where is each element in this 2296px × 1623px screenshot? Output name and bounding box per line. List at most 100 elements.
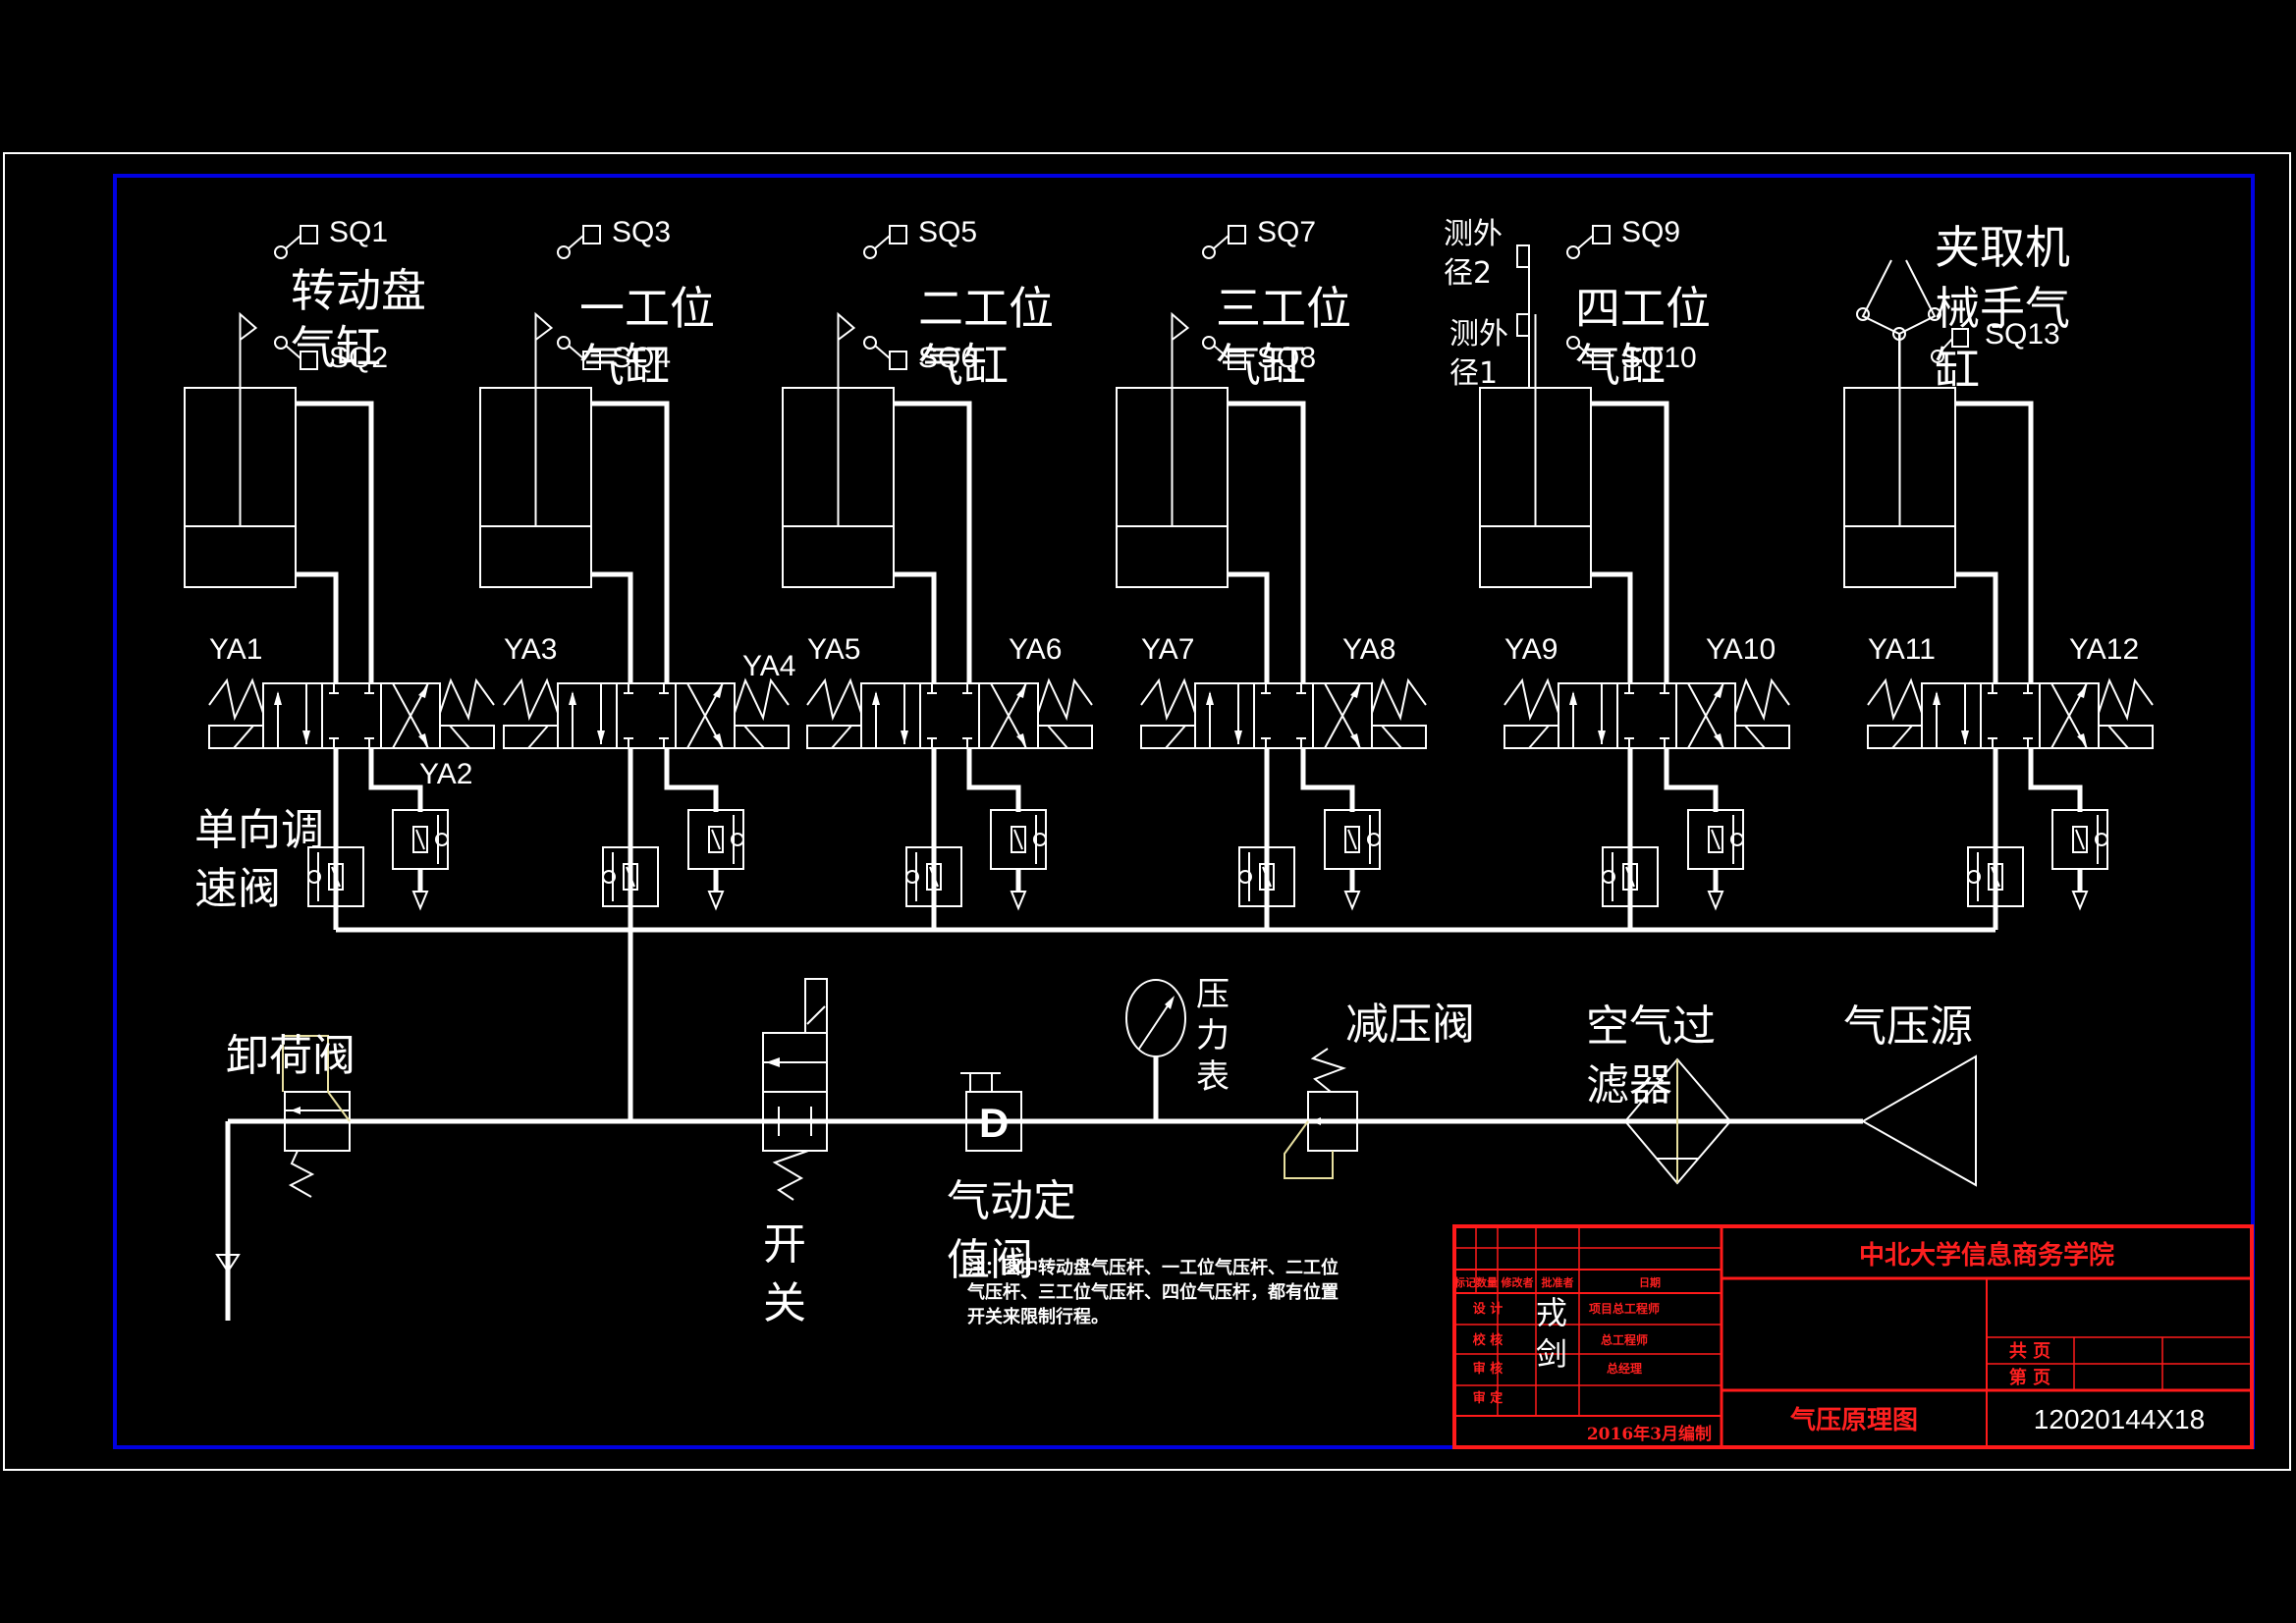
switch-label-2: 关 [763,1278,806,1328]
measure-label-2b: 径2 [1444,256,1492,291]
cylinder-name-label: 气缸 [918,339,1009,392]
limit-switch-icon [1228,351,1246,370]
one-way-throttle-valve[interactable] [1967,846,2024,907]
measure-label-1a: 测外 [1449,317,1508,352]
spring-right-icon [2098,677,2154,722]
solenoid-valve[interactable] [1867,677,2154,749]
solenoid-label: YA10 [1706,633,1776,666]
speed-valve-label-1: 单向调 [194,805,324,855]
cylinder-name-label: 三工位 [1216,282,1351,335]
solenoid-label: YA8 [1342,633,1395,666]
header-cell: 修改者 [1501,1275,1534,1289]
unloading-valve [282,1035,351,1198]
spring-right-icon [734,677,790,722]
solenoid-label: YA12 [2069,633,2139,666]
header-cell: 数量 [1476,1275,1498,1289]
total-pages-label: 共 页 [2009,1341,2050,1362]
limit-switch-label: SQ4 [612,342,671,374]
limit-switch-icon [582,225,601,244]
one-way-throttle-valve[interactable] [990,809,1047,870]
switch-valve[interactable] [762,978,828,1201]
air-source-label: 气压源 [1843,1001,1973,1052]
pneumatic-fixed-value-valve[interactable]: D [960,1072,1022,1152]
limit-switch-icon [300,351,318,370]
gripper-icon [1856,259,1941,388]
cylinder-units: SQ1SQ2转动盘气缸YA1YA2SQ3SQ4一工位气缸YA3YA4SQ5SQ6… [184,216,2154,930]
header-cell: 日期 [1639,1275,1661,1289]
solenoid-right-icon [2098,725,2154,749]
one-way-throttle-valve[interactable] [602,846,659,907]
limit-switch-label: SQ2 [329,342,388,374]
limit-switch-label: SQ7 [1257,216,1316,248]
spring-left-icon [1867,677,1923,722]
solenoid-right-icon [734,725,790,749]
role-label: 设 计 [1473,1301,1503,1317]
reducing-valve-label: 减压阀 [1345,1000,1475,1050]
cylinder-name-label: 二工位 [918,282,1054,335]
title-block [1452,1224,2254,1449]
approver-label: 总经理 [1607,1361,1642,1376]
limit-switch-label: SQ13 [1985,318,2060,351]
spring-right-icon [1371,677,1427,722]
exhaust-icon [1010,891,1027,911]
one-way-throttle-valve[interactable] [307,846,364,907]
solenoid-valve[interactable] [1140,677,1427,749]
approver-label: 项目总工程师 [1589,1301,1660,1316]
limit-switch-icon [582,351,601,370]
limit-switch-icon [889,351,907,370]
speed-valve-label-2: 速阀 [194,864,281,914]
spring-left-icon [806,677,862,722]
one-way-throttle-valve[interactable] [1238,846,1295,907]
note-line-3: 开关来限制行程。 [967,1306,1109,1327]
outer-frame [3,152,2291,1471]
note-line-1: 注：图中转动盘气压杆、一工位气压杆、二工位 [967,1257,1339,1278]
pressure-gauge-label-3: 表 [1196,1057,1230,1097]
limit-switch-label: SQ1 [329,216,388,248]
spring-left-icon [208,677,264,722]
solenoid-label: YA6 [1009,633,1062,666]
solenoid-valve[interactable] [806,677,1093,749]
solenoid-label: YA1 [209,633,262,666]
solenoid-valve[interactable] [208,677,495,749]
solenoid-left-icon [1140,725,1196,749]
one-way-throttle-valve[interactable] [1687,809,1744,870]
outer-diameter-sensors [1516,244,1530,388]
one-way-throttle-valve[interactable] [1602,846,1659,907]
role-label: 校 核 [1473,1332,1503,1348]
limit-switch-label: SQ10 [1621,342,1697,374]
role-label: 审 定 [1473,1390,1503,1406]
solenoid-right-icon [1371,725,1427,749]
pneumatic-valve-label-2: 值阀 [947,1235,1033,1285]
solenoid-valve[interactable] [503,677,790,749]
approver-label: 总工程师 [1601,1332,1648,1347]
exhaust-icon [411,891,429,911]
cylinder-name-label: 缸 [1935,343,1980,396]
exhaust-icon [215,1254,241,1273]
solenoid-left-icon [806,725,862,749]
solenoid-valve[interactable] [1503,677,1790,749]
limit-switch-label: SQ5 [918,216,977,248]
spring-right-icon [1037,677,1093,722]
solenoid-left-icon [1867,725,1923,749]
solenoid-label: YA5 [807,633,860,666]
air-source-icon [1860,1055,1977,1187]
one-way-throttle-valve[interactable] [687,809,744,870]
reducing-valve[interactable] [1284,1048,1358,1179]
solenoid-label: YA11 [1868,633,1936,666]
one-way-throttle-valve[interactable] [2051,809,2108,870]
one-way-throttle-valve[interactable] [905,846,962,907]
pressure-gauge-label-1: 压 [1196,975,1230,1014]
solenoid-label: YA3 [504,633,557,666]
spring-right-icon [1734,677,1790,722]
cylinder-name-label: 四工位 [1575,282,1711,335]
limit-switch-icon [1951,328,1969,348]
limit-switch-label: SQ3 [612,216,671,248]
one-way-throttle-valve[interactable] [392,809,449,870]
cylinder-name-label: 气缸 [291,321,381,374]
limit-switch-icon [1592,225,1611,244]
one-way-throttle-valve[interactable] [1324,809,1381,870]
limit-switch-label: SQ9 [1621,216,1680,248]
